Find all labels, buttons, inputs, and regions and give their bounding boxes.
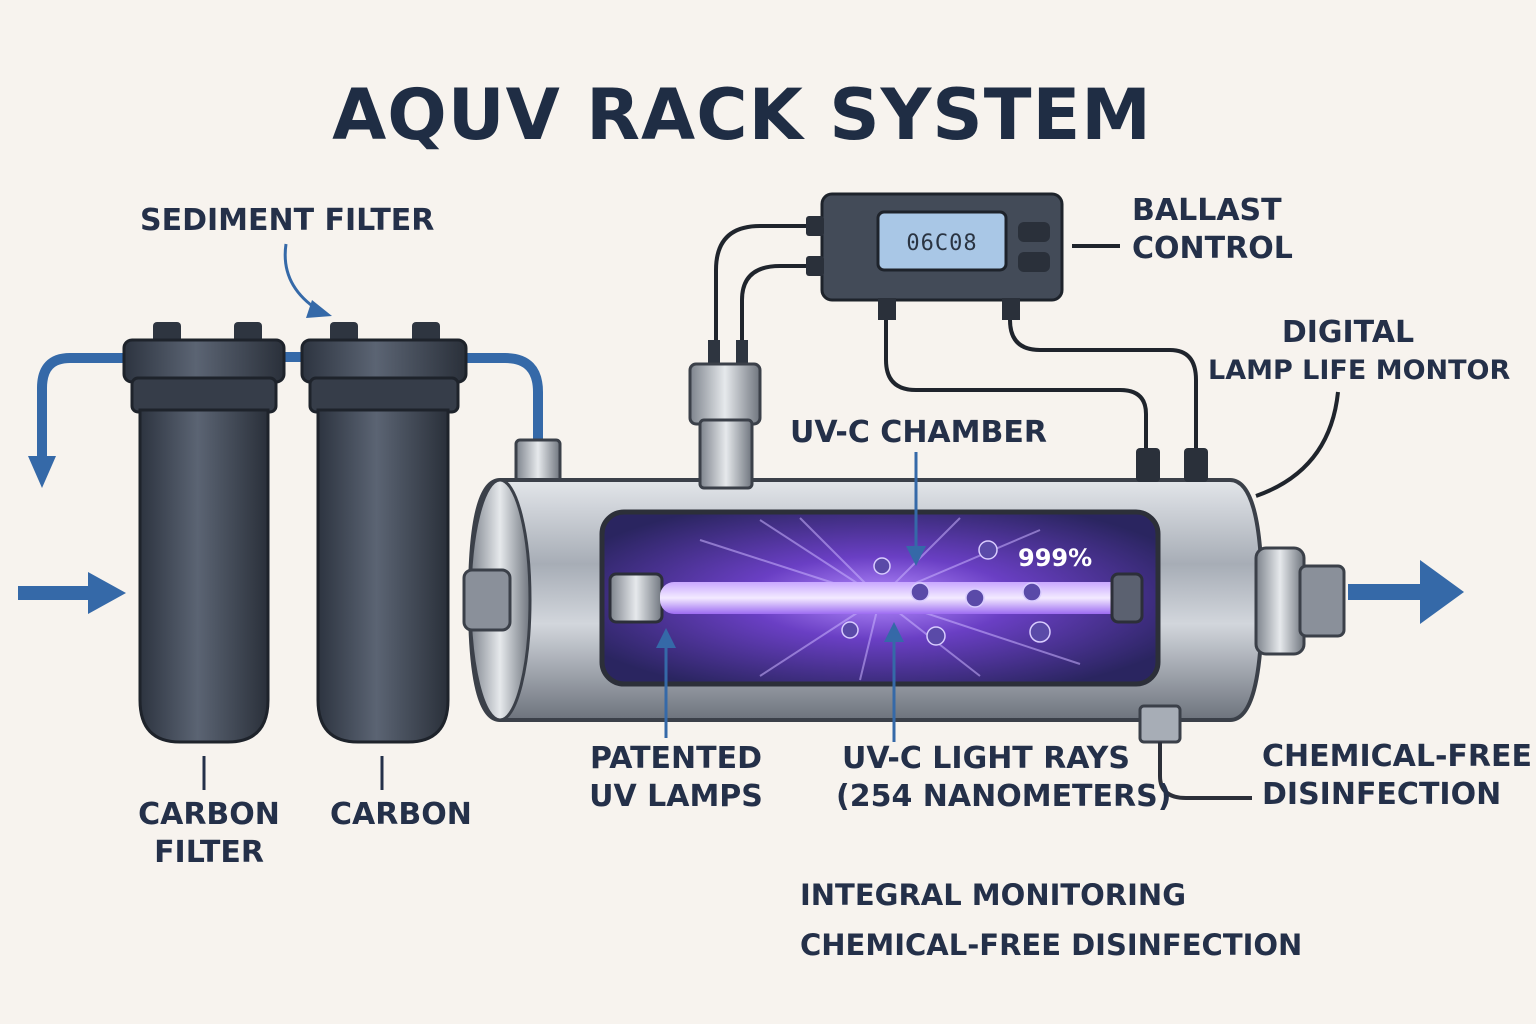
lamp-connector xyxy=(688,340,762,490)
ballast-button-up[interactable] xyxy=(1018,222,1050,242)
label-chemical-free: CHEMICAL-FREE DISINFECTION xyxy=(1262,739,1533,812)
bottom-fitting xyxy=(1138,704,1252,800)
uv-chamber: 999% xyxy=(462,478,1265,722)
carbon-filter-housing xyxy=(122,322,286,790)
label-uvc-light-rays: UV-C LIGHT RAYS (254 NANOMETERS) xyxy=(836,741,1172,814)
ballast-display: 06C08 xyxy=(906,231,977,256)
inlet-pipe xyxy=(435,353,543,440)
sensor-plug-2 xyxy=(1184,448,1208,482)
label-uvc-chamber: UV-C CHAMBER xyxy=(790,415,1047,450)
drain-arrow xyxy=(28,353,130,488)
uv-lamp xyxy=(660,582,1130,614)
carbon-housing xyxy=(300,322,468,790)
label-carbon-filter: CARBON FILTER xyxy=(138,797,280,870)
label-patented-uv-lamps: PATENTED UV LAMPS xyxy=(589,741,763,814)
label-carbon: CARBON xyxy=(330,797,472,832)
filter-link-pipe xyxy=(270,352,320,362)
label-chemical-free-footer: CHEMICAL-FREE DISINFECTION xyxy=(800,928,1303,962)
efficacy-readout: 999% xyxy=(1018,544,1092,572)
ballast-button-down[interactable] xyxy=(1018,252,1050,272)
uv-lamp-cap xyxy=(608,572,664,624)
label-ballast-control: BALLAST CONTROL xyxy=(1132,193,1293,266)
outlet-arrow xyxy=(1348,560,1464,624)
label-integral-monitoring: INTEGRAL MONITORING xyxy=(800,878,1187,912)
label-digital-lamp-life: DIGITAL LAMP LIFE MONTOR xyxy=(1208,315,1511,386)
sediment-pointer-arrow xyxy=(283,243,332,318)
microbe-icon xyxy=(841,540,1051,646)
label-pointers xyxy=(664,452,918,742)
outlet-fitting xyxy=(1254,546,1346,656)
control-cables xyxy=(714,224,1340,498)
sensor-plug-1 xyxy=(1136,448,1160,482)
ballast-unit: 06C08 xyxy=(806,192,1064,320)
label-sediment-filter: SEDIMENT FILTER xyxy=(140,203,435,238)
inlet-arrow xyxy=(18,572,126,614)
page-title: AQUV RACK SYSTEM xyxy=(332,74,1152,156)
